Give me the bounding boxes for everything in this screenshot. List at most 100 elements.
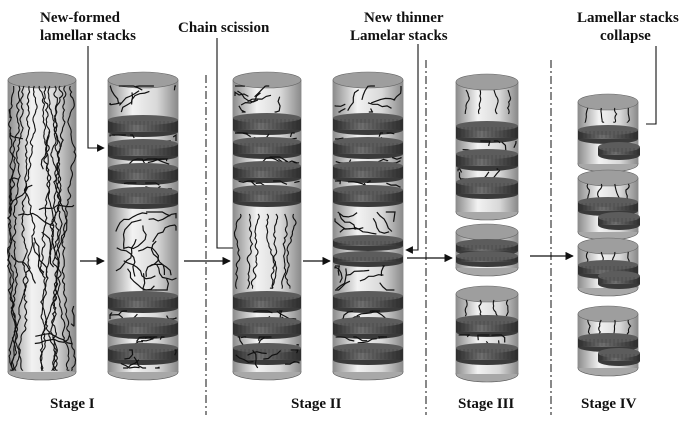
stage3-top-chains: [464, 89, 512, 115]
stage2b-mid-chains-b-chain: [380, 265, 385, 277]
stage1b-upper-lamella-4-upper-rim: [108, 187, 178, 197]
stage1-tangle-chain: [70, 305, 75, 327]
stage3-top-chains-chain: [464, 89, 470, 115]
stage2b-lower-lamella-3-upper-rim: [333, 343, 403, 353]
leader-new-thinner: [405, 44, 419, 254]
stage2b-mid-chains-a-chain: [334, 218, 351, 230]
stage1b-lower-lamella-2: [108, 317, 178, 339]
block-stage3-bottom-top: [455, 285, 519, 303]
stage2b-upper-interchain-1-chain: [386, 132, 395, 135]
stage1-tangle-chain: [33, 242, 48, 278]
stage2a-upper-lamella-4: [233, 185, 301, 207]
stage2a-bottom-chains-chain: [247, 351, 267, 356]
stage1b-middle-tangle-chain: [148, 212, 177, 222]
block-stage4-2-top: [577, 169, 639, 187]
stage2a-upper-interchain-2-chain: [262, 157, 281, 163]
stage-label-3: Stage III: [458, 396, 514, 412]
block-stage4-1: [577, 93, 640, 173]
stage1-tangle-chain: [9, 177, 19, 205]
stage4-1-lamella-b-upper-rim: [598, 142, 640, 152]
stage2b-mid-chains-a-chain: [376, 211, 393, 232]
stage1b-top-chains-chain: [118, 90, 140, 106]
cylinder-stage1-amorphous-top: [7, 71, 77, 89]
leader-collapse: [646, 46, 657, 125]
stage2a-upper-interchain-3-chain: [294, 180, 300, 184]
stage1b-middle-tangle-chain: [138, 246, 160, 267]
stage4-4-lamella-b-upper-rim: [598, 348, 640, 358]
stage3-bottom-chains-chain: [478, 299, 483, 317]
stage1b-middle-tangle-chain: [123, 225, 147, 250]
stage4-3-lamella-b: [598, 271, 640, 289]
stage3-top-chains-chain: [506, 89, 512, 115]
stage2b-top-chains-chain: [370, 97, 396, 104]
stage1b-upper-lamella-3: [108, 163, 178, 185]
stage3-top-interchain-2-chain: [496, 168, 499, 171]
stage2b-upper-lamella-2-upper-rim: [333, 137, 403, 147]
stage2a-upper-lamella-1-upper-rim: [233, 113, 301, 123]
stage1b-lower-interchain-2-chain: [141, 336, 156, 342]
stage1-tangle: [9, 110, 75, 345]
stage3-bottom-interchain-1-chain: [491, 334, 506, 343]
stage2b-upper-interchain-3-chain: [335, 180, 341, 185]
stage2a-top-chains-chain: [237, 90, 259, 103]
stage3-middle-lamella-2-upper-rim: [456, 251, 518, 261]
stage1b-upper-lamella-4: [108, 187, 178, 209]
stage1b-lower-lamella-1: [108, 291, 178, 313]
stage2b-top-chains-chain: [361, 85, 375, 101]
stage2a-bottom-chains: [235, 349, 300, 369]
stage2a-lower-lamella-1-upper-rim: [233, 291, 301, 301]
stage3-top-interchain-1-chain: [513, 140, 517, 149]
cylinder-stage1-amorphous: [6, 71, 77, 381]
stage3-top-lamella-3: [456, 177, 518, 199]
stage4-2-chains-chain: [586, 183, 590, 199]
block-stage4-4-top: [577, 305, 639, 323]
stage1b-upper-interchain-1-chain: [172, 133, 177, 141]
block-stage3-top-top: [455, 73, 519, 91]
stage1b-lower-lamella-1-upper-rim: [108, 291, 178, 301]
stage3-bottom-chains-chain: [464, 299, 468, 317]
stage1-tangle-chain: [9, 184, 33, 215]
stage3-bottom-lamella-1: [456, 315, 518, 337]
cylinder-stage2-scission-top: [232, 71, 302, 89]
stage1b-middle-tangle-chain: [115, 238, 137, 272]
stage3-bottom-lamella-2-upper-rim: [456, 343, 518, 353]
stage2b-thin-lamella-2-upper-rim: [333, 251, 403, 261]
stage1-amorphous-chains-chain: [50, 85, 77, 371]
stage2a-lower-lamella-2: [233, 317, 301, 339]
stage1b-top-chains: [109, 85, 176, 113]
stage1b-middle-tangle-chain: [152, 224, 177, 243]
stage1-amorphous-chains: [6, 85, 77, 371]
stage2a-lower-interchain-2-chain: [237, 336, 244, 346]
stage3-bottom-chains: [464, 299, 509, 317]
stage2b-lower-interchain-2: [335, 336, 387, 344]
stage-label-1: Stage I: [50, 396, 95, 412]
stage3-middle-lamella-1-upper-rim: [456, 239, 518, 249]
stage3-top-chains-chain: [477, 89, 482, 115]
stage3-bottom-chains-chain: [492, 299, 499, 317]
stage1-amorphous-chains-chain: [8, 85, 31, 371]
stage2b-lower-interchain-2-chain: [353, 336, 368, 342]
stage2a-lower-interchain-2-chain: [258, 336, 272, 341]
stage1b-middle-tangle: [115, 211, 177, 291]
stage4-4-chains-chain: [626, 319, 632, 335]
annotation-chain-scission: Chain scission: [178, 20, 270, 36]
stage2b-upper-interchain-3-chain: [386, 182, 401, 188]
stage2b-mid-chains-a-chain: [372, 217, 390, 234]
annotation-collapse-line2: collapse: [600, 28, 651, 44]
stage1-tangle-chain: [9, 110, 12, 119]
stage2b-lower-lamella-1: [333, 291, 403, 313]
stage1-tangle-chain: [33, 237, 44, 276]
stage3-top-interchain-2-chain: [457, 168, 463, 173]
stage1-tangle-chain: [18, 212, 55, 227]
stage2b-mid-chains-b-chain: [334, 266, 343, 283]
leader-new-formed: [87, 46, 105, 152]
stage4-4-lamella-a-upper-rim: [578, 333, 638, 343]
stage2a-upper-lamella-2: [233, 137, 301, 159]
stage2b-mid-chains-b-chain: [345, 269, 370, 276]
stage1b-upper-interchain-2-chain: [128, 158, 146, 165]
stage2b-mid-chains-b-chain: [379, 282, 395, 291]
stage2b-lower-lamella-2-upper-rim: [333, 317, 403, 327]
stage1b-middle-tangle-chain: [155, 263, 177, 281]
stage4-1-chains-chain: [613, 107, 618, 123]
stage1b-upper-lamella-1: [108, 115, 178, 137]
